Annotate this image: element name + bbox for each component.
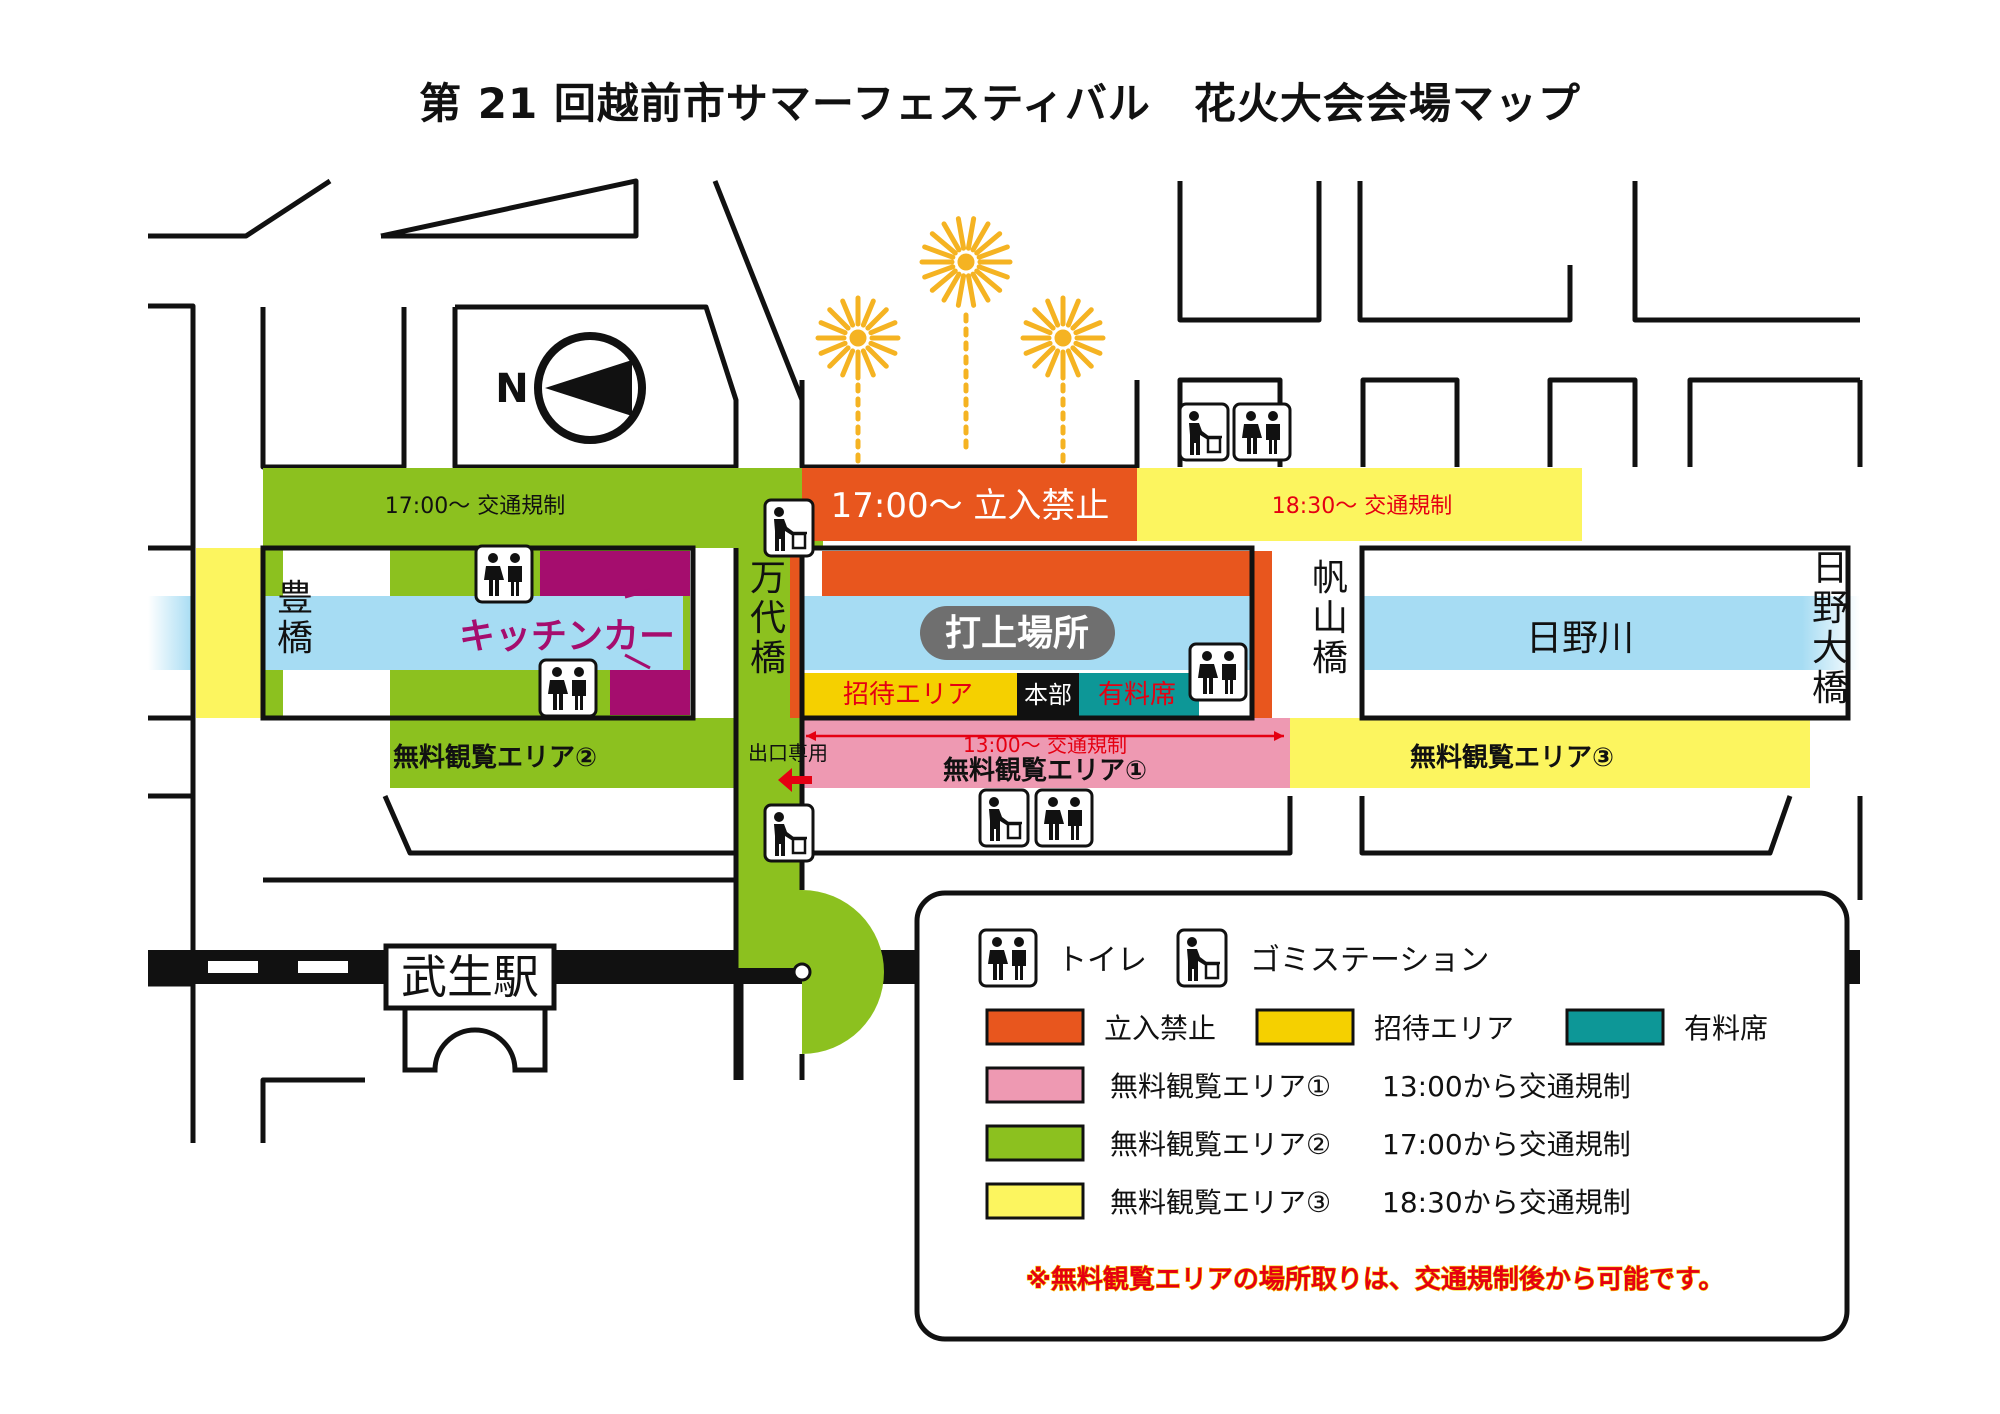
legend-swatch <box>985 1008 1085 1046</box>
legend-swatch <box>985 1182 1085 1220</box>
toilet-icon <box>978 928 1038 988</box>
legend-toilet-label: トイレ <box>1057 943 1147 978</box>
firework-burst <box>957 253 975 271</box>
kitchen-car-zone <box>540 551 690 715</box>
free-area-2-label: 無料観覧エリア② <box>393 742 597 773</box>
compass-north-label: N <box>495 366 528 412</box>
yellow-regulation-label: 18:30～ 交通規制 <box>1272 494 1452 519</box>
legend-area-time: 18:30から交通規制 <box>1382 1186 1631 1219</box>
legend-swatch-item: 招待エリア <box>1255 1008 1514 1046</box>
green-regulation-label: 17:00～ 交通規制 <box>385 494 565 519</box>
toilet-icon <box>474 544 534 604</box>
legend-swatch-label: 有料席 <box>1684 1012 1768 1045</box>
legend-swatch <box>985 1066 1085 1104</box>
toilet-icon <box>1034 788 1094 848</box>
legend-area-time: 17:00から交通規制 <box>1382 1128 1631 1161</box>
legend-swatch <box>985 1124 1085 1162</box>
free-area-1-label: 無料観覧エリア① <box>943 755 1147 786</box>
page-title: 第 21 回越前市サマーフェスティバル 花火大会会場マップ <box>419 79 1581 128</box>
paid-seats-label: 有料席 <box>1098 680 1176 710</box>
launch-site-badge: 打上場所 <box>920 606 1115 660</box>
bridge-toyohashi-label: 豊橋 <box>277 578 313 659</box>
legend-garbage-label: ゴミステーション <box>1250 943 1489 978</box>
toilet-icon <box>1232 402 1292 462</box>
garbage-icon <box>763 498 815 558</box>
legend-area-row: 無料観覧エリア② 17:00から交通規制 <box>985 1124 1631 1162</box>
legend-note: ※無料観覧エリアの場所取りは、交通規制後から可能です。 <box>1026 1264 1725 1295</box>
exit-arrow-icon <box>778 768 812 792</box>
legend-swatch-label: 立入禁止 <box>1104 1012 1216 1045</box>
free-area-3-label: 無料観覧エリア③ <box>1410 742 1614 773</box>
headquarters-label: 本部 <box>1024 681 1072 709</box>
fireworks-illustration <box>815 216 1106 464</box>
compass-icon <box>534 332 646 444</box>
legend-area-label: 無料観覧エリア③ <box>1110 1186 1331 1219</box>
exit-only-label: 出口専用 <box>748 741 828 765</box>
toilet-icon <box>538 658 598 718</box>
legend: トイレ ゴミステーション 立入禁止 招待エリア 有料席 無料観覧エリア① 13:00か… <box>914 890 1850 1342</box>
legend-area-time: 13:00から交通規制 <box>1382 1070 1631 1103</box>
legend-swatch <box>1565 1008 1665 1046</box>
garbage-icon <box>1178 402 1230 462</box>
bridge-mandaibashi-label: 万代橋 <box>750 558 786 679</box>
firework-burst <box>1054 329 1072 347</box>
pink-regulation-label: 13:00～ 交通規制 <box>963 733 1127 757</box>
legend-area-label: 無料観覧エリア① <box>1110 1070 1331 1103</box>
kitchen-car-label: キッチンカー <box>459 616 675 657</box>
firework-burst <box>849 329 867 347</box>
launch-area <box>790 468 1272 718</box>
legend-area-row: 無料観覧エリア③ 18:30から交通規制 <box>985 1182 1631 1220</box>
legend-swatch-item: 有料席 <box>1565 1008 1768 1046</box>
invited-area-label: 招待エリア <box>843 680 973 710</box>
legend-area-label: 無料観覧エリア② <box>1110 1128 1331 1161</box>
launch-site-label: 打上場所 <box>945 613 1089 654</box>
bridge-hino-ohashi-label: 日野大橋 <box>1812 548 1848 709</box>
free-area-1-zone <box>802 718 1290 788</box>
legend-area-row: 無料観覧エリア① 13:00から交通規制 <box>985 1066 1631 1104</box>
legend-swatch-item: 立入禁止 <box>985 1008 1216 1046</box>
legend-swatch-label: 招待エリア <box>1374 1012 1514 1045</box>
garbage-icon <box>1176 928 1228 988</box>
toilet-icon <box>1188 642 1248 702</box>
station-name: 武生駅 <box>401 950 539 1004</box>
no-entry-label: 17:00～ 立入禁止 <box>831 486 1110 526</box>
station-label: 武生駅 <box>401 950 539 1004</box>
bridge-hanyamabashi-label: 帆山橋 <box>1312 558 1348 679</box>
regulation-arrow <box>806 731 1284 741</box>
station-building <box>383 943 557 1073</box>
river-label: 日野川 <box>1526 618 1634 659</box>
legend-swatch <box>1255 1008 1355 1046</box>
garbage-icon <box>978 788 1030 848</box>
garbage-icon <box>763 803 815 863</box>
